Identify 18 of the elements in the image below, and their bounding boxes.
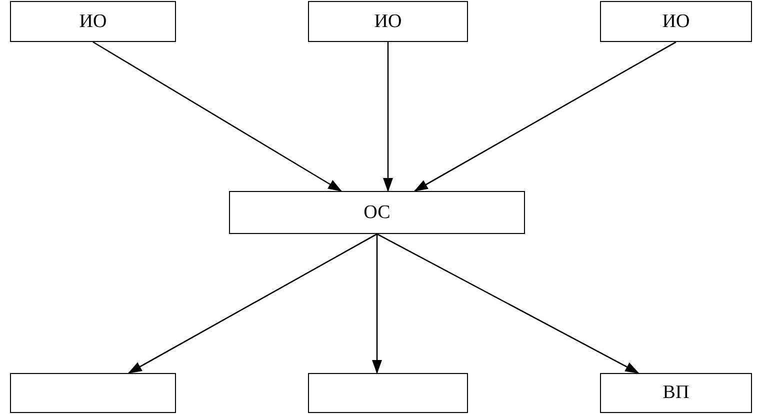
process-box bbox=[600, 373, 752, 413]
box-label: ИО bbox=[662, 10, 690, 32]
box-label: ОС bbox=[364, 202, 390, 224]
process-box bbox=[229, 191, 525, 234]
arrow bbox=[92, 41, 342, 192]
arrow bbox=[128, 233, 378, 374]
process-box bbox=[10, 1, 176, 42]
box-label: ВП bbox=[662, 382, 690, 404]
empty-box bbox=[10, 373, 176, 413]
box-label: ИО bbox=[374, 10, 402, 32]
arrow bbox=[383, 42, 393, 192]
process-box bbox=[600, 1, 752, 42]
arrow bbox=[372, 234, 382, 374]
process-box bbox=[308, 1, 468, 42]
arrow bbox=[376, 233, 640, 374]
arrow bbox=[414, 41, 676, 192]
empty-box bbox=[308, 373, 468, 413]
box-label: ИО bbox=[79, 10, 107, 32]
